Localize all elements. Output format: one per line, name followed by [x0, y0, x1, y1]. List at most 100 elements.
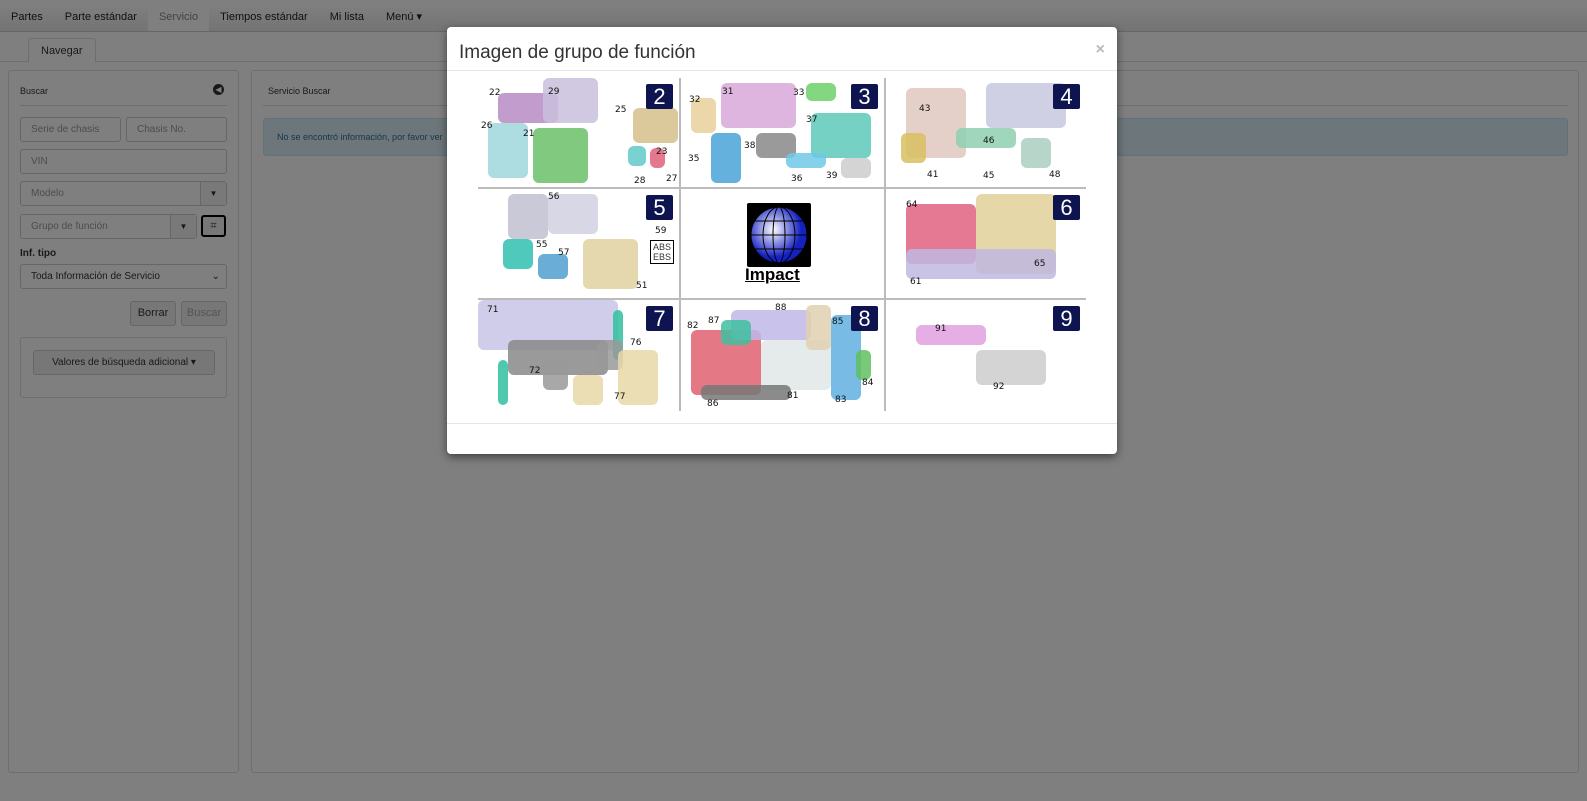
function-group-cell-7[interactable]: 7 71 76 72 77: [478, 300, 679, 411]
part-number-label: 88: [775, 303, 787, 313]
part-number-label: 72: [529, 366, 541, 376]
part-illustration: [841, 158, 871, 178]
part-illustration: [901, 133, 926, 163]
part-number-label: 84: [862, 378, 874, 388]
group-number-badge: 9: [1053, 306, 1080, 331]
part-number-label: 32: [689, 95, 701, 105]
part-number-label: 61: [910, 277, 922, 287]
part-number-label: 46: [983, 136, 995, 146]
part-number-label: 76: [630, 338, 642, 348]
modal-title: Imagen de grupo de función: [459, 42, 696, 63]
group-number-badge: 7: [646, 306, 673, 331]
part-illustration: [916, 325, 986, 345]
part-number-label: 55: [536, 240, 548, 250]
part-illustration: [548, 194, 598, 234]
part-illustration: [711, 133, 741, 183]
part-number-label: 29: [548, 87, 560, 97]
part-illustration: [721, 83, 796, 128]
part-illustration: [806, 83, 836, 101]
group-number-badge: 3: [851, 84, 878, 109]
part-number-label: 27: [666, 174, 678, 184]
part-number-label: 83: [835, 395, 847, 405]
part-number-label: 33: [793, 88, 805, 98]
part-illustration: [906, 249, 1056, 279]
part-number-label: 28: [634, 176, 646, 186]
part-illustration: [538, 254, 568, 279]
part-number-label: 87: [708, 316, 720, 326]
group-number-badge: 6: [1053, 195, 1080, 220]
part-number-label: 51: [636, 281, 648, 291]
group-number-badge: 2: [646, 84, 673, 109]
part-illustration: [488, 123, 528, 178]
part-number-label: 85: [832, 317, 844, 327]
part-number-label: 81: [787, 391, 799, 401]
part-illustration: [633, 108, 678, 143]
part-number-label: 31: [722, 87, 734, 97]
part-illustration: [986, 83, 1066, 128]
part-number-label: 35: [688, 154, 700, 164]
part-number-label: 37: [806, 115, 818, 125]
part-number-label: 59: [655, 226, 667, 236]
part-number-label: 57: [558, 248, 570, 258]
part-number-label: 91: [935, 324, 947, 334]
part-number-label: 39: [826, 171, 838, 181]
part-illustration: [543, 78, 598, 123]
part-illustration: [628, 146, 646, 166]
part-illustration: [691, 98, 716, 133]
close-icon[interactable]: ×: [1095, 41, 1105, 58]
part-number-label: 64: [906, 200, 918, 210]
part-illustration: [533, 128, 588, 183]
part-number-label: 65: [1034, 259, 1046, 269]
part-number-label: 82: [687, 321, 699, 331]
impact-logo-cell[interactable]: Impact: [681, 189, 884, 298]
part-illustration: [806, 305, 831, 350]
part-illustration: [811, 113, 871, 158]
part-illustration: [650, 148, 665, 168]
part-number-label: 26: [481, 121, 493, 131]
part-illustration: [618, 350, 658, 405]
part-number-label: 21: [523, 129, 535, 139]
part-illustration: [856, 350, 871, 380]
part-illustration: [543, 360, 568, 390]
part-number-label: 25: [615, 105, 627, 115]
part-number-label: 92: [993, 382, 1005, 392]
part-illustration: [613, 310, 623, 360]
part-illustration: [701, 385, 791, 400]
part-number-label: 41: [927, 170, 939, 180]
part-number-label: 86: [707, 399, 719, 409]
part-number-label: 23: [656, 147, 668, 157]
function-group-cell-3[interactable]: 3 32 31 33 37 38 35 36 39: [681, 78, 884, 187]
part-number-label: 43: [919, 104, 931, 114]
part-number-label: 48: [1049, 170, 1061, 180]
part-illustration: [508, 194, 548, 239]
group-number-badge: 4: [1053, 84, 1080, 109]
part-number-label: 71: [487, 305, 499, 315]
function-group-cell-6[interactable]: 6 64 65 61: [886, 189, 1086, 298]
part-illustration: [976, 350, 1046, 385]
function-group-cell-4[interactable]: 4 43 46 41 45 48: [886, 78, 1086, 187]
function-group-cell-9[interactable]: 9 91 92: [886, 300, 1086, 411]
impact-globe-logo: [747, 203, 811, 267]
part-illustration: [573, 375, 603, 405]
part-illustration: [721, 320, 751, 345]
group-number-badge: 5: [646, 195, 673, 220]
part-number-label: 45: [983, 171, 995, 181]
part-number-label: 22: [489, 88, 501, 98]
part-number-label: 36: [791, 174, 803, 184]
part-number-label: 38: [744, 141, 756, 151]
part-illustration: [503, 239, 533, 269]
part-number-label: 56: [548, 192, 560, 202]
part-illustration: [956, 128, 1016, 148]
impact-logo-text: Impact: [745, 265, 800, 284]
part-illustration: [498, 360, 508, 405]
part-illustration: [583, 239, 638, 289]
part-number-label: 77: [614, 392, 626, 402]
part-illustration: [1021, 138, 1051, 168]
part-illustration: [786, 153, 826, 168]
